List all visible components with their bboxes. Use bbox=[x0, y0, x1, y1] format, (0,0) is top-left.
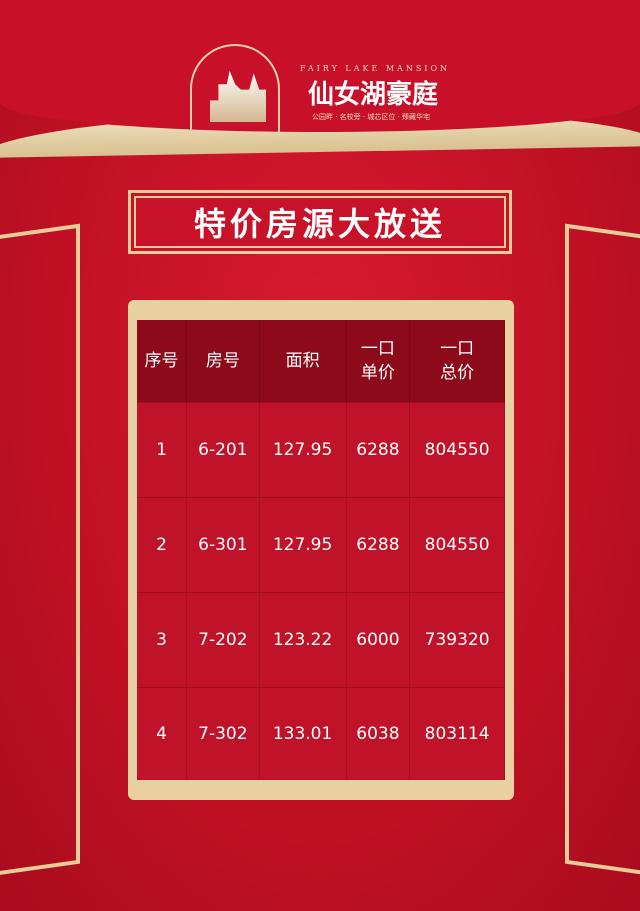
column-header: 一口 单价 bbox=[346, 320, 411, 402]
table-cell: 739320 bbox=[409, 591, 505, 688]
column-header: 序号 bbox=[137, 320, 188, 402]
table-cell: 7-302 bbox=[186, 686, 260, 780]
table-cell: 4 bbox=[137, 686, 188, 780]
brand-tagline: 公园畔 · 名校旁 · 城芯区位 · 臻藏华宅 bbox=[312, 113, 431, 121]
table-cell: 6038 bbox=[346, 686, 411, 780]
table-cell: 804550 bbox=[409, 401, 505, 498]
table-cell: 123.22 bbox=[259, 591, 347, 688]
table-cell: 6288 bbox=[346, 496, 411, 593]
left-lattice-frame bbox=[0, 223, 80, 877]
table-cell: 3 bbox=[137, 591, 188, 688]
right-lattice-frame bbox=[565, 223, 640, 877]
column-header: 面积 bbox=[259, 320, 347, 402]
brand-english: FAIRY LAKE MANSION bbox=[300, 64, 451, 73]
column-header: 一口 总价 bbox=[409, 320, 505, 402]
table-cell: 133.01 bbox=[259, 686, 347, 780]
table-cell: 6000 bbox=[346, 591, 411, 688]
table-cell: 804550 bbox=[409, 496, 505, 593]
table-cell: 6-301 bbox=[186, 496, 260, 593]
brand-name: 仙女湖豪庭 bbox=[308, 80, 439, 110]
page-title: 特价房源大放送 bbox=[193, 205, 446, 243]
logo-emblem bbox=[190, 44, 280, 132]
title-banner: 特价房源大放送 bbox=[128, 190, 512, 254]
table-cell: 127.95 bbox=[259, 401, 347, 498]
table-cell: 2 bbox=[137, 496, 188, 593]
city-skyline-icon bbox=[210, 70, 266, 122]
table-cell: 1 bbox=[137, 401, 188, 498]
table-cell: 803114 bbox=[409, 686, 505, 780]
table-cell: 127.95 bbox=[259, 496, 347, 593]
table-cell: 6288 bbox=[346, 401, 411, 498]
table-cell: 7-202 bbox=[186, 591, 260, 688]
table-cell: 6-201 bbox=[186, 401, 260, 498]
header-area bbox=[0, 0, 640, 132]
column-header: 房号 bbox=[186, 320, 260, 402]
